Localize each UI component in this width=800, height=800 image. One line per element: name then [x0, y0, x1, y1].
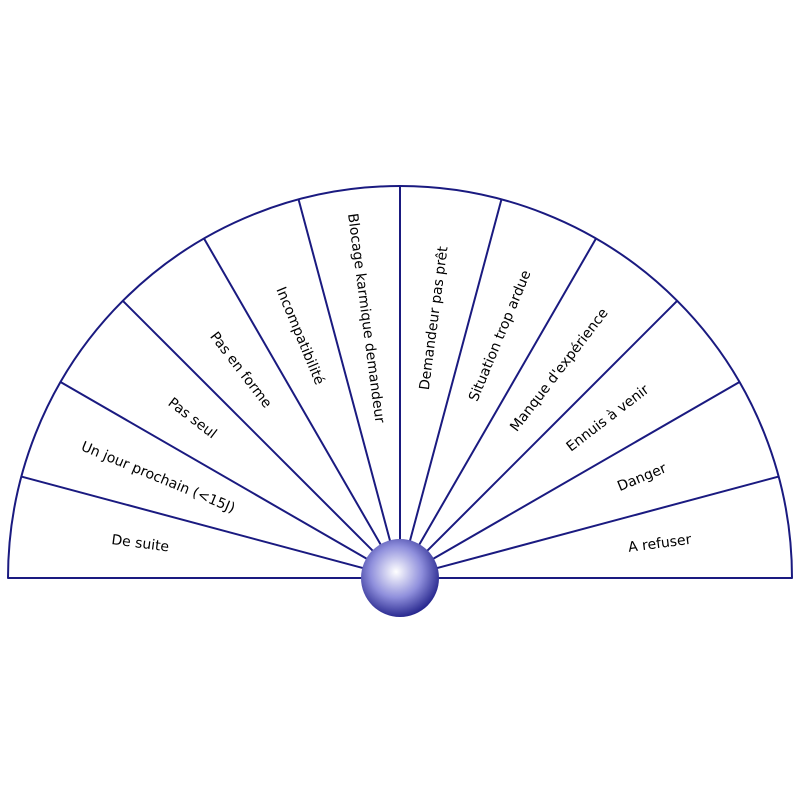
sector-label: Manque d'expérience [507, 305, 611, 434]
sector-label: Ennuis à venir [564, 382, 653, 455]
semicircle-outline [7, 185, 793, 579]
sector-label: Danger [615, 460, 669, 495]
sector-divider [405, 199, 503, 556]
sector-divider [60, 381, 381, 568]
sector-dividers [21, 186, 779, 573]
sector-divider [415, 300, 678, 563]
sector-label: A refuser [627, 532, 692, 556]
sector-divider [297, 199, 395, 556]
sector-label: De suite [110, 532, 170, 555]
sector-divider [419, 381, 740, 568]
sector-label: Demandeur pas prêt [417, 245, 452, 391]
sector-divider [203, 238, 390, 559]
sector-label: Situation trop ardue [466, 268, 534, 404]
sector-divider [21, 475, 378, 573]
sector-divider [410, 238, 597, 559]
sector-label: Un jour prochain (<15J) [79, 439, 238, 517]
sector-label: Pas seul [165, 395, 220, 442]
sector-divider [422, 475, 779, 573]
sector-divider [122, 300, 385, 563]
pendulum-center-ball [361, 539, 439, 617]
